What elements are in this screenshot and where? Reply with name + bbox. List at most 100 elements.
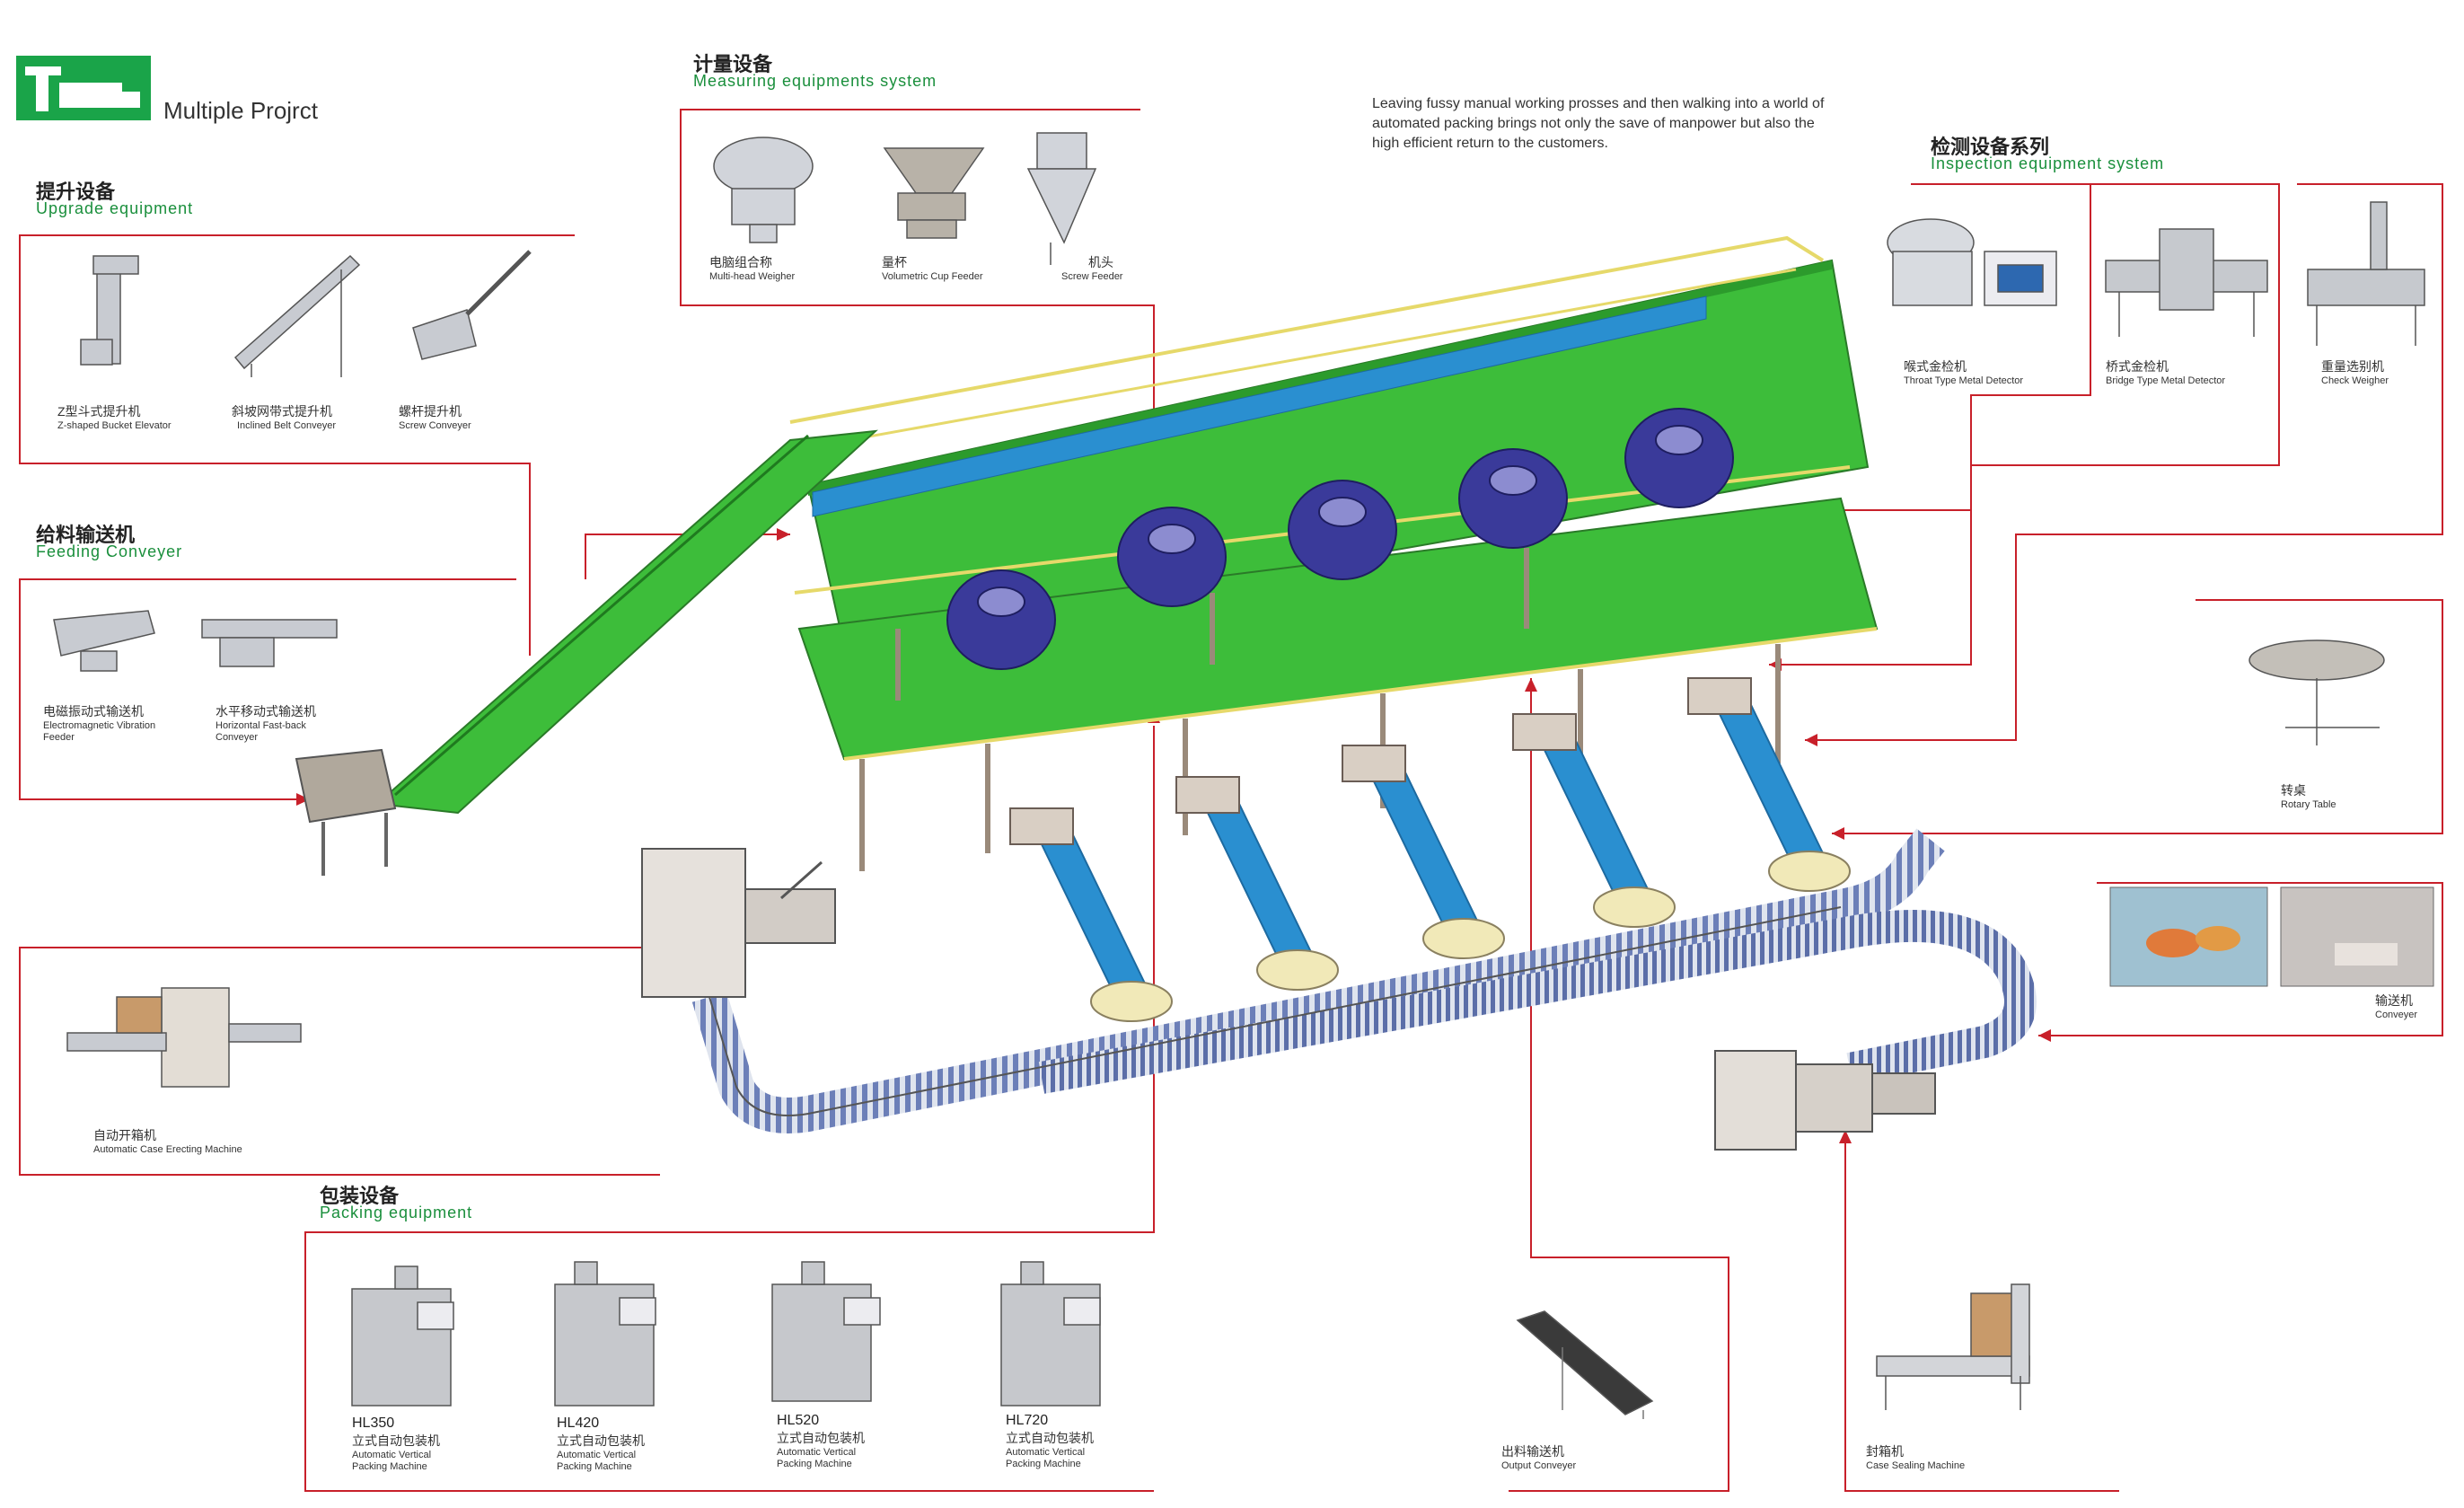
thumb-z-bucket-elevator xyxy=(80,255,139,366)
packing-item-en: Packing Machine xyxy=(352,1461,427,1472)
feeding-title-en: Feeding Conveyer xyxy=(36,542,183,560)
packing-item-cn: 立式自动包装机 xyxy=(1006,1431,1094,1445)
thumb-check-weigher xyxy=(2307,201,2425,346)
packing-item-en: Packing Machine xyxy=(777,1459,852,1469)
packing-model: HL720 xyxy=(1006,1413,1049,1428)
feeding-frame xyxy=(19,578,516,800)
rotary-frame xyxy=(1832,599,2443,834)
inspection-title-cn: 检测设备系列 xyxy=(1931,136,2050,158)
weigher-1 xyxy=(946,569,1056,670)
feeding-title-cn: 给料输送机 xyxy=(36,524,136,546)
conveyor-cn: 输送机 xyxy=(2375,993,2413,1008)
inspection-item-en: Check Weigher xyxy=(2321,375,2389,386)
packing-item-en: Packing Machine xyxy=(1006,1459,1081,1469)
inspection-item-cn: 喉式金检机 xyxy=(1904,359,1967,374)
inspection-item-en: Throat Type Metal Detector xyxy=(1904,375,2024,386)
conveyor-en: Conveyer xyxy=(2375,1010,2418,1020)
weigher-5 xyxy=(1624,408,1734,508)
packing-item-cn: 立式自动包装机 xyxy=(557,1433,645,1448)
packing-model: HL520 xyxy=(777,1413,820,1428)
thumb-fastback-conveyer xyxy=(201,619,338,667)
sealing-cn: 封箱机 xyxy=(1866,1444,1904,1459)
intro-description: Leaving fussy manual working prosses and… xyxy=(1372,96,1825,151)
thumb-output-conveyor xyxy=(1516,1310,1654,1419)
feeding-item-cn: 水平移动式输送机 xyxy=(216,704,316,719)
case-erecting-cn: 自动开箱机 xyxy=(93,1128,156,1142)
rotary-en: Rotary Table xyxy=(2281,799,2336,810)
multihead-weighers xyxy=(946,408,1734,670)
packing-model: HL420 xyxy=(557,1415,600,1431)
packing-item-en: Automatic Vertical xyxy=(1006,1447,1086,1458)
feeding-item-en: Electromagnetic Vibration Feeder xyxy=(43,720,156,743)
measuring-item-cn: 机头 xyxy=(1088,255,1113,269)
packing-title-en: Packing equipment xyxy=(320,1204,473,1221)
upgrade-title-en: Upgrade equipment xyxy=(36,199,194,217)
packing-item-en: Automatic Vertical xyxy=(557,1450,637,1460)
upgrade-item-cn: 斜坡网带式提升机 xyxy=(232,404,332,419)
thumb-inclined-belt-conveyer xyxy=(233,254,361,377)
measuring-item-cn: 电脑组合称 xyxy=(709,255,772,269)
weigher-2 xyxy=(1117,507,1227,607)
upper-platform xyxy=(789,235,1870,648)
packing-item: HL350 立式自动包装机 Automatic Vertical Packing… xyxy=(352,1415,440,1473)
packing-item-cn: 立式自动包装机 xyxy=(352,1433,440,1448)
inclined-elevator xyxy=(295,429,878,876)
packing-item-en: Packing Machine xyxy=(557,1461,632,1472)
case-erecting-frame xyxy=(19,947,660,1176)
brand-name: Multiple Projrct xyxy=(163,97,318,124)
thumb-case-sealer xyxy=(1876,1283,2030,1410)
inspection-item-cn: 重量选别机 xyxy=(2321,359,2384,374)
upgrade-item-cn: 螺杆提升机 xyxy=(399,404,462,419)
packing-bagging-units xyxy=(1009,677,1752,845)
output-cn: 出料输送机 xyxy=(1501,1444,1564,1459)
inspection-item-en: Bridge Type Metal Detector xyxy=(2106,375,2226,386)
sealing-en: Case Sealing Machine xyxy=(1866,1460,1966,1471)
inspection-title-en: Inspection equipment system xyxy=(1931,154,2165,172)
thumb-packing-machines xyxy=(351,1261,1101,1407)
inspection-frame xyxy=(1803,183,2091,511)
upgrade-title-cn: 提升设备 xyxy=(36,181,116,203)
roller-conveyor xyxy=(691,828,2037,1133)
packing-title-cn: 包装设备 xyxy=(320,1185,400,1207)
center-case-sealer xyxy=(1714,1050,1936,1151)
company-logo xyxy=(16,56,151,120)
thumb-conveyor-photos xyxy=(2109,886,2434,987)
measuring-item-cn: 量杯 xyxy=(882,255,907,269)
packing-item: HL720 立式自动包装机 Automatic Vertical Packing… xyxy=(1006,1413,1094,1470)
packing-model: HL350 xyxy=(352,1415,395,1431)
packing-item: HL520 立式自动包装机 Automatic Vertical Packing… xyxy=(777,1413,865,1470)
inspection-item-cn: 桥式金检机 xyxy=(2106,359,2169,374)
sealing-frame xyxy=(1844,1130,2119,1492)
thumb-bridge-metal-detector xyxy=(2105,228,2268,337)
thumb-case-erector xyxy=(66,987,302,1088)
thumb-volumetric-cup xyxy=(883,147,985,239)
feeding-item-en: Horizontal Fast-back Conveyer xyxy=(216,720,306,743)
measuring-frame xyxy=(680,109,1155,467)
weigher-4 xyxy=(1458,448,1568,549)
measuring-item-en: Screw Feeder xyxy=(1061,271,1123,282)
upgrade-frame xyxy=(19,234,575,656)
upgrade-item-en: Z-shaped Bucket Elevator xyxy=(57,420,172,431)
thumb-throat-metal-detector xyxy=(1887,218,2057,306)
packing-item-en: Automatic Vertical xyxy=(777,1447,857,1458)
measuring-item-en: Volumetric Cup Feeder xyxy=(882,271,983,282)
thumb-screw-conveyer xyxy=(412,250,532,360)
rotary-collectors xyxy=(1090,851,1851,1022)
thumb-rotary-table xyxy=(2248,639,2385,745)
upgrade-item-en: Inclined Belt Conveyer xyxy=(237,420,337,431)
logo-mark-icon xyxy=(25,66,140,111)
packing-item-cn: 立式自动包装机 xyxy=(777,1431,865,1445)
rotary-cn: 转桌 xyxy=(2281,783,2306,798)
case-erecting-en: Automatic Case Erecting Machine xyxy=(93,1144,242,1155)
feeding-item-cn: 电磁振动式输送机 xyxy=(43,704,144,719)
output-en: Output Conveyer xyxy=(1501,1460,1577,1471)
measuring-item-en: Multi-head Weigher xyxy=(709,271,796,282)
conveyor-frame xyxy=(2038,882,2443,1036)
weigher-3 xyxy=(1288,480,1397,580)
thumb-vibration-feeder xyxy=(53,610,155,672)
measuring-title-cn: 计量设备 xyxy=(693,53,773,75)
thumb-multihead-weigher xyxy=(713,137,814,243)
center-case-erector xyxy=(641,848,836,998)
packing-item: HL420 立式自动包装机 Automatic Vertical Packing… xyxy=(557,1415,645,1473)
